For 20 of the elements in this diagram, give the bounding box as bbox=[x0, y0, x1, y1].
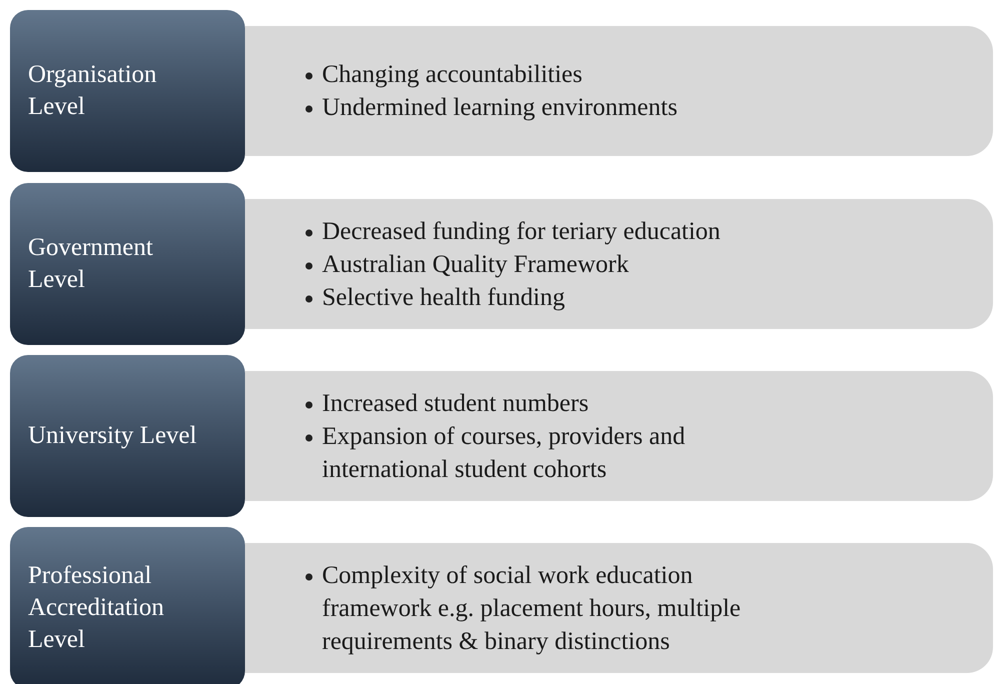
bullet-list-panel bbox=[245, 199, 993, 329]
bullet-text: Expansion of courses, providers and international student cohorts bbox=[322, 422, 686, 484]
bullet-list-panel bbox=[245, 26, 993, 156]
bullet-text: Selective health funding bbox=[322, 282, 565, 312]
bullet-text: Decreased funding for teriary education bbox=[322, 216, 720, 246]
bullet-list-panel bbox=[245, 543, 993, 673]
level-label: Organisation Level bbox=[28, 60, 158, 122]
level-box bbox=[10, 355, 245, 517]
level-label: Government Level bbox=[28, 233, 154, 295]
bullet-text: Undermined learning environments bbox=[322, 93, 678, 123]
level-box bbox=[10, 10, 245, 172]
bullet-text: Australian Quality Framework bbox=[322, 250, 629, 280]
bullet-text: Increased student numbers bbox=[322, 388, 589, 418]
level-box bbox=[10, 527, 245, 684]
level-label: Professional Accreditation Level bbox=[28, 561, 166, 655]
bullet-list-panel bbox=[245, 371, 993, 501]
level-box bbox=[10, 183, 245, 345]
bullet-text: Complexity of social work education framework e.g. placement hours, multiple requirements & binary distinctions bbox=[322, 560, 742, 656]
bullet-text: Changing accountabilities bbox=[322, 60, 582, 90]
level-label: University Level bbox=[28, 421, 198, 451]
